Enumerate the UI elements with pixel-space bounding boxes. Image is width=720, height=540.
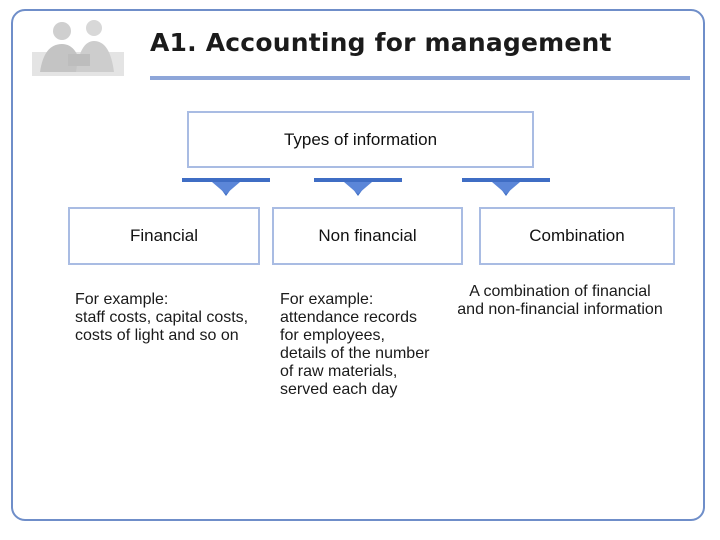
arrow-down-icon-combination bbox=[462, 178, 550, 196]
description-line: of raw materials, bbox=[280, 363, 398, 380]
non-financial-description: For example: attendance records for empl… bbox=[280, 291, 429, 399]
description-line: attendance records bbox=[280, 309, 417, 326]
description-line: A combination of financial bbox=[469, 283, 651, 300]
description-line: details of the number bbox=[280, 345, 430, 362]
financial-description: For example: staff costs, capital costs,… bbox=[75, 291, 248, 345]
root-node-types-of-information: Types of information bbox=[187, 111, 534, 168]
node-non-financial-label: Non financial bbox=[318, 226, 417, 245]
description-line: For example: bbox=[280, 291, 374, 308]
title-underline bbox=[150, 76, 690, 80]
node-combination-label: Combination bbox=[529, 226, 625, 245]
node-non-financial: Non financial bbox=[272, 207, 463, 265]
combination-description: A combination of financial and non-finan… bbox=[440, 283, 680, 319]
arrow-down-icon-financial bbox=[182, 178, 270, 196]
node-financial: Financial bbox=[68, 207, 260, 265]
description-line: and non-financial information bbox=[457, 301, 663, 318]
description-line: For example: bbox=[75, 291, 169, 308]
people-logo-icon bbox=[32, 20, 124, 76]
arrow-down-icon-non-financial bbox=[314, 178, 402, 196]
root-node-label: Types of information bbox=[283, 129, 438, 149]
description-line: served each day bbox=[280, 381, 398, 398]
slide-frame bbox=[11, 9, 705, 521]
node-financial-label: Financial bbox=[129, 226, 199, 245]
description-line: costs of light and so on bbox=[75, 327, 239, 344]
page-title: A1. Accounting for management bbox=[150, 28, 612, 57]
description-line: for employees, bbox=[280, 327, 385, 344]
description-line: staff costs, capital costs, bbox=[75, 309, 249, 326]
node-combination: Combination bbox=[479, 207, 675, 265]
